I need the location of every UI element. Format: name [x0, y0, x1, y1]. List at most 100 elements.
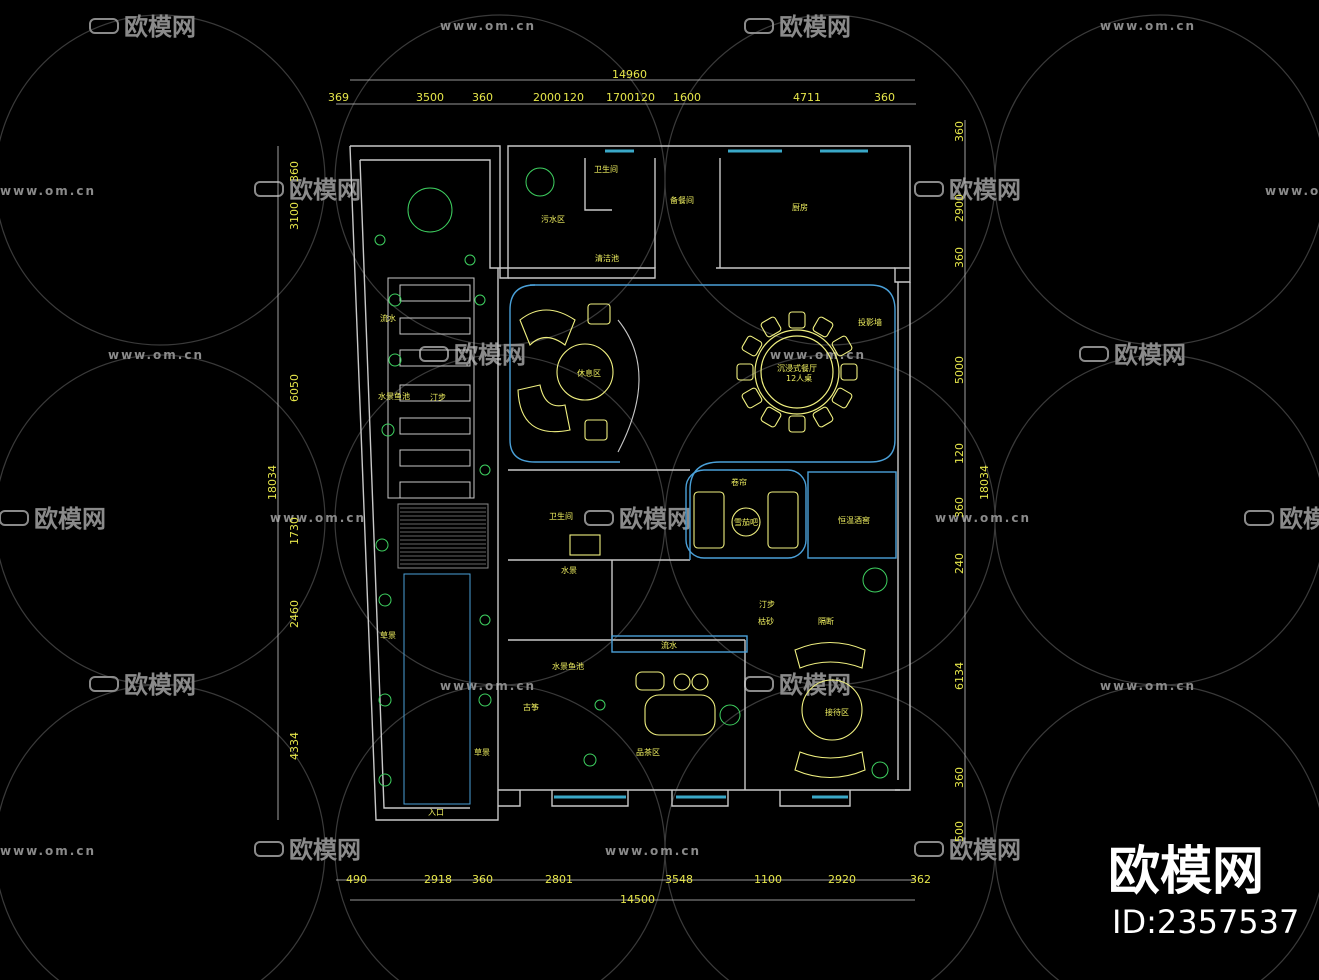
room-label-rest-area: 休息区	[577, 368, 601, 378]
dim-right-segment: 360	[953, 247, 966, 268]
room-label-guzheng: 古筝	[523, 702, 539, 712]
dim-bottom-segment: 490	[346, 873, 367, 886]
lounge-furniture	[569, 491, 866, 778]
dimension-labels-top: 14960 369 3500 360 2000 120 1700120 1600…	[328, 68, 895, 104]
dim-bottom-total: 14500	[620, 893, 655, 906]
dim-bottom-segment: 2801	[545, 873, 573, 886]
room-label-stream-left: 流水	[380, 313, 396, 323]
dim-bottom-segment: 360	[472, 873, 493, 886]
room-label-fish-pond-mid: 水景鱼池	[552, 661, 584, 671]
dimension-labels-right: 360 2900 360 5000 120 18034 360 240 6134…	[953, 121, 991, 842]
watermark-circle	[994, 684, 1319, 980]
dining-chairs	[736, 311, 858, 433]
watermark-brand: 欧模网	[1114, 341, 1186, 369]
dim-right-segment: 2900	[953, 194, 966, 222]
sofa-logo-icon	[914, 841, 944, 857]
watermark-circle	[334, 684, 666, 980]
plant-symbol	[388, 293, 402, 307]
room-label-greenery-left: 草景	[380, 630, 396, 640]
watermark-circle	[0, 684, 326, 980]
dim-right-segment: 240	[953, 553, 966, 574]
room-label-fish-pond-left: 水景鱼池	[378, 391, 410, 401]
room-label-dining-seats: 12人桌	[786, 373, 812, 383]
dim-top-segment: 2000	[533, 91, 561, 104]
plant-symbol	[375, 538, 389, 552]
dim-right-segment: 500	[953, 821, 966, 842]
plant-symbol	[464, 254, 476, 266]
dim-top-segment: 360	[874, 91, 895, 104]
watermark-url: www.om.cn	[770, 348, 866, 362]
room-label-partition: 隔断	[818, 616, 834, 626]
dining-chair	[788, 311, 806, 329]
watermark-brand: 欧模网	[124, 671, 196, 699]
left-garden	[387, 277, 489, 805]
dim-right-total: 18034	[978, 465, 991, 500]
room-label-dining-hall: 沉浸式餐厅	[777, 363, 817, 373]
plant-symbol	[862, 567, 888, 593]
model-id-label: ID:2357537	[1112, 903, 1300, 941]
watermark-url: www.om.cn	[1100, 679, 1196, 693]
dining-chair	[760, 406, 782, 428]
watermark-url: www.om.cn	[1100, 19, 1196, 33]
plant-symbol	[378, 773, 392, 787]
dim-left-segment: 2460	[288, 600, 301, 628]
watermark-circle	[994, 354, 1319, 686]
dim-top-segment: 120	[563, 91, 584, 104]
watermark-url: www.om.cn	[0, 844, 96, 858]
dim-left-segment: 4334	[288, 732, 301, 760]
watermark-brand: 欧模网	[1279, 505, 1319, 533]
plant-symbol	[719, 704, 741, 726]
dining-chair	[760, 316, 782, 338]
sofa-logo-icon	[744, 676, 774, 692]
dimension-labels-bottom: 490 2918 360 2801 3548 1100 2920 362 145…	[346, 873, 931, 906]
stair-lines	[400, 507, 486, 565]
sofa-logo-icon	[1244, 510, 1274, 526]
sofa-logo-icon	[744, 18, 774, 34]
room-label-stream-mid: 流水	[661, 640, 677, 650]
sofa-logo-icon	[1079, 346, 1109, 362]
dim-left-segment: 6050	[288, 374, 301, 402]
room-label-mop-pool: 清洁池	[595, 253, 619, 263]
dining-chair	[840, 363, 858, 381]
watermark-brand: 欧模网	[289, 176, 361, 204]
dim-bottom-segment: 3548	[665, 873, 693, 886]
room-label-toilet-mid: 卫生间	[549, 511, 573, 521]
plant-symbol	[374, 234, 386, 246]
sofa-logo-icon	[89, 18, 119, 34]
room-label-stepping-right: 汀步	[759, 600, 775, 609]
watermark-url: www.om.cn	[108, 348, 204, 362]
dim-right-segment: 5000	[953, 356, 966, 384]
room-label-dry-garden: 枯砂	[758, 616, 774, 626]
plant-symbol	[594, 699, 606, 711]
room-label-projection-wall: 投影墙	[858, 317, 882, 327]
dim-left-segment: 1730	[288, 517, 301, 545]
room-label-pantry: 备餐间	[670, 195, 694, 205]
dining-chair	[831, 335, 853, 357]
plant-symbol	[583, 753, 597, 767]
plant-symbol	[479, 614, 491, 626]
room-label-wine-cellar: 恒温酒窖	[838, 515, 870, 525]
sofa-logo-icon	[0, 510, 29, 526]
rest-area-furniture	[517, 303, 640, 453]
dim-right-segment: 360	[953, 121, 966, 142]
dining-chair	[736, 363, 754, 381]
room-label-waterscape: 水景	[561, 565, 577, 575]
dining-chair	[741, 387, 763, 409]
watermark-brand: 欧模网	[454, 341, 526, 369]
watermark-circle	[994, 14, 1319, 346]
watermark-url: www.om.cn	[1265, 184, 1319, 198]
watermark-url: www.om.cn	[440, 679, 536, 693]
dining-chair	[831, 387, 853, 409]
sofa-logo-icon	[254, 841, 284, 857]
sofa-logo-icon	[914, 181, 944, 197]
room-label-toilet-top: 卫生间	[594, 164, 618, 174]
dim-top-segment: 369	[328, 91, 349, 104]
windows	[554, 149, 868, 799]
dim-bottom-segment: 362	[910, 873, 931, 886]
room-label-stepping-left: 汀步	[430, 393, 446, 402]
plant-symbol	[525, 167, 555, 197]
dim-right-segment: 6134	[953, 662, 966, 690]
dimension-labels-left: 360 3100 6050 18034 1730 2460 4334	[266, 161, 301, 760]
room-label-kitchen: 厨房	[792, 202, 808, 212]
